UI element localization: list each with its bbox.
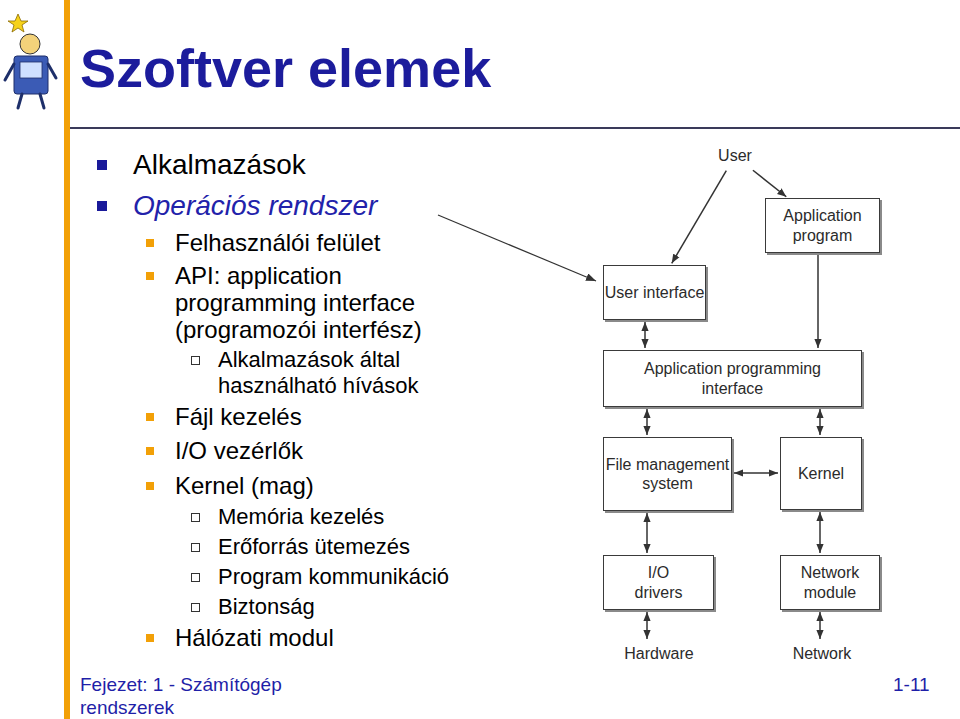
node-label: User: [718, 146, 752, 165]
sub-sub-bullet: Memória kezelés: [218, 504, 384, 530]
node-label: I/O drivers: [628, 563, 690, 601]
callout-leader: [438, 215, 596, 281]
process-box: Application programming interface: [603, 350, 862, 407]
title-rule: [70, 127, 960, 129]
orange-bullet-mark: [146, 413, 154, 421]
star-icon: [8, 14, 28, 32]
slide-number: 1-11: [893, 673, 930, 696]
orange-bullet-mark: [146, 447, 154, 455]
process-box: User interface: [603, 265, 706, 320]
node-label: Network module: [781, 563, 879, 601]
process-box: Application program: [765, 198, 880, 253]
node-label: Network: [793, 644, 852, 663]
connector-arrow: [644, 322, 646, 348]
process-box: File management system: [603, 437, 732, 511]
connector-arrow: [646, 513, 648, 553]
connector-arrow: [646, 612, 648, 639]
mascot-icon: [5, 14, 56, 108]
bullet-item: Operációs rendszer: [133, 189, 377, 222]
blue-bullet-mark: [97, 160, 107, 170]
hollow-bullet-mark: [191, 543, 200, 552]
endpoint-text: Network: [784, 641, 860, 667]
accent-bar: [64, 0, 70, 719]
orange-bullet-mark: [146, 239, 154, 247]
sub-bullet: Kernel (mag): [175, 472, 314, 499]
node-label: User interface: [605, 283, 705, 302]
orange-bullet-mark: [146, 482, 154, 490]
connector-arrow: [753, 170, 786, 197]
node-label: Hardware: [624, 644, 693, 663]
mascot-limbs: [5, 64, 56, 108]
endpoint-text: Hardware: [612, 641, 706, 667]
node-label: Kernel: [798, 464, 844, 483]
node-label: File management system: [604, 455, 731, 493]
hollow-bullet-mark: [191, 603, 200, 612]
sub-bullet: API: application programming interface (…: [175, 262, 475, 343]
connector-arrow: [819, 612, 821, 639]
node-label: Application program: [766, 206, 879, 244]
sub-sub-bullet: Alkalmazások által használható hívások: [218, 347, 453, 399]
slide-title: Szoftver elemek: [80, 36, 491, 101]
connector-arrow: [819, 409, 821, 435]
hollow-bullet-mark: [191, 356, 200, 365]
node-label: Application programming interface: [623, 359, 843, 397]
hollow-bullet-mark: [191, 573, 200, 582]
process-box: Network module: [780, 555, 880, 610]
sub-sub-bullet: Erőforrás ütemezés: [218, 534, 410, 560]
bullet-item: Alkalmazások: [133, 148, 306, 181]
connector-arrow: [734, 472, 778, 474]
mascot-body: [14, 56, 48, 94]
orange-bullet-mark: [146, 272, 154, 280]
blue-bullet-mark: [97, 201, 107, 211]
orange-bullet-mark: [146, 634, 154, 642]
chapter-footer: Fejezet: 1 - Számítógép rendszerek: [80, 673, 310, 719]
actor-text: User: [708, 143, 762, 169]
sub-bullet: Fájl kezelés: [175, 403, 302, 430]
sub-bullet: Felhasználói felület: [175, 229, 380, 256]
sub-bullet: I/O vezérlők: [175, 437, 303, 464]
connector-arrow: [672, 171, 727, 264]
connector-arrow: [817, 255, 819, 348]
hollow-bullet-mark: [191, 513, 200, 522]
mascot-head: [20, 34, 40, 54]
process-box: I/O drivers: [603, 555, 714, 610]
mascot-screen: [20, 62, 42, 78]
connector-arrow: [819, 512, 821, 553]
sub-sub-bullet: Program kommunikáció: [218, 564, 449, 590]
sub-bullet: Hálózati modul: [175, 624, 334, 651]
process-box: Kernel: [780, 437, 862, 510]
connector-arrow: [646, 409, 648, 435]
sub-sub-bullet: Biztonság: [218, 594, 315, 620]
